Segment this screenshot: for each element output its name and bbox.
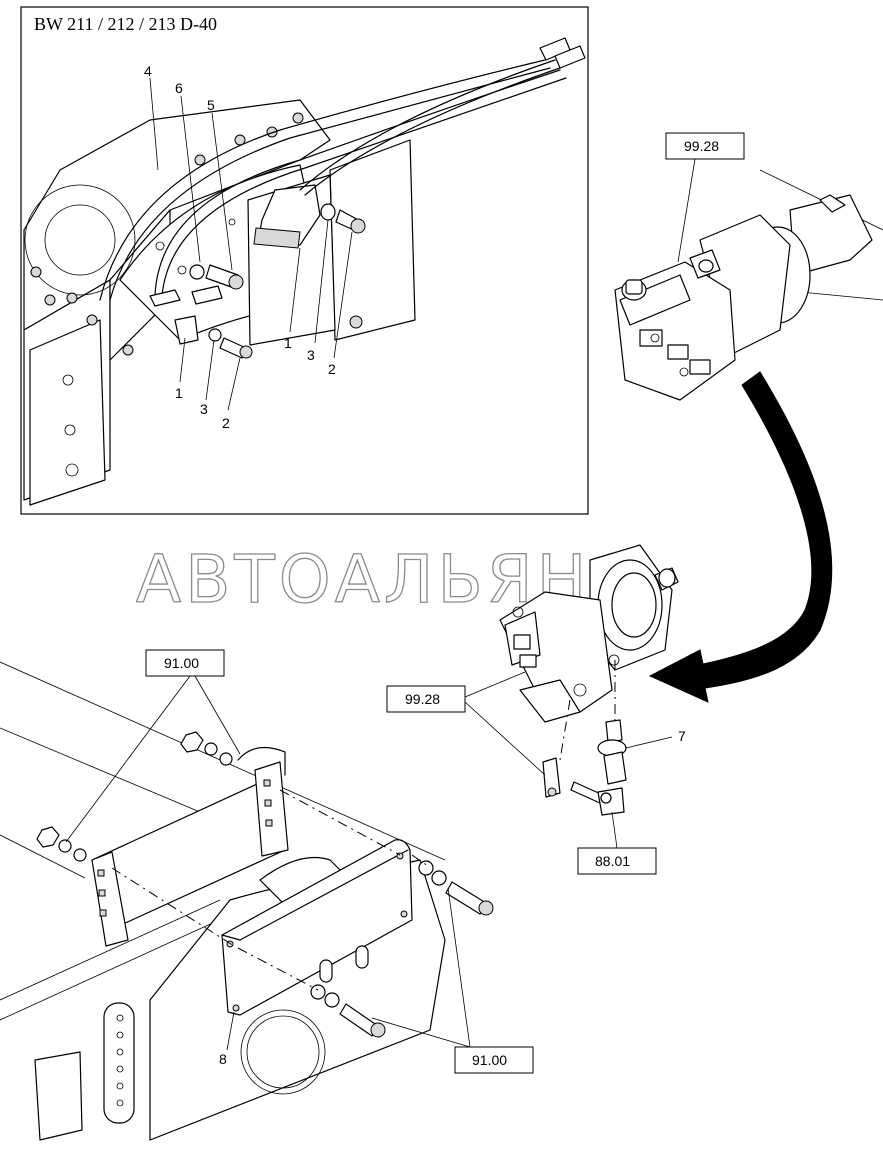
callout-8: 8: [219, 1051, 227, 1067]
ref-box-cover-bottom: [454, 1046, 534, 1074]
pump-assembly-top: 99.28: [614, 132, 883, 401]
callout-3-right: 3: [307, 347, 315, 363]
callout-1-right: 1: [284, 335, 292, 351]
ref-box-pump-top: [665, 132, 745, 160]
callout-6: 6: [175, 80, 183, 96]
direction-arrow: [648, 371, 833, 703]
callout-4: 4: [144, 63, 152, 79]
ref-label-sensor: 88.01: [595, 853, 630, 869]
inset-title: BW 211 / 212 / 213 D-40: [34, 14, 217, 34]
callout-7: 7: [678, 728, 686, 744]
callout-1-left: 1: [175, 385, 183, 401]
callout-5: 5: [207, 97, 215, 113]
frame-cover-assembly: 91.00 91.00 8: [0, 649, 534, 1141]
ref-label-cover-bottom: 91.00: [472, 1052, 507, 1068]
callout-2-left: 2: [222, 415, 230, 431]
ref-box-pump-mid: [386, 685, 466, 713]
ref-label-cover-top: 91.00: [164, 655, 199, 671]
inset-detail: BW 211 / 212 / 213 D-40: [20, 6, 589, 515]
ref-label-pump-top: 99.28: [684, 138, 719, 154]
ref-box-cover-top: [145, 649, 225, 677]
ref-label-pump-mid: 99.28: [405, 691, 440, 707]
pump-assembly-mid: 99.28 88.01 7: [386, 544, 686, 875]
callout-3-left: 3: [200, 401, 208, 417]
ref-box-sensor: [577, 847, 657, 875]
callout-2-right: 2: [328, 361, 336, 377]
